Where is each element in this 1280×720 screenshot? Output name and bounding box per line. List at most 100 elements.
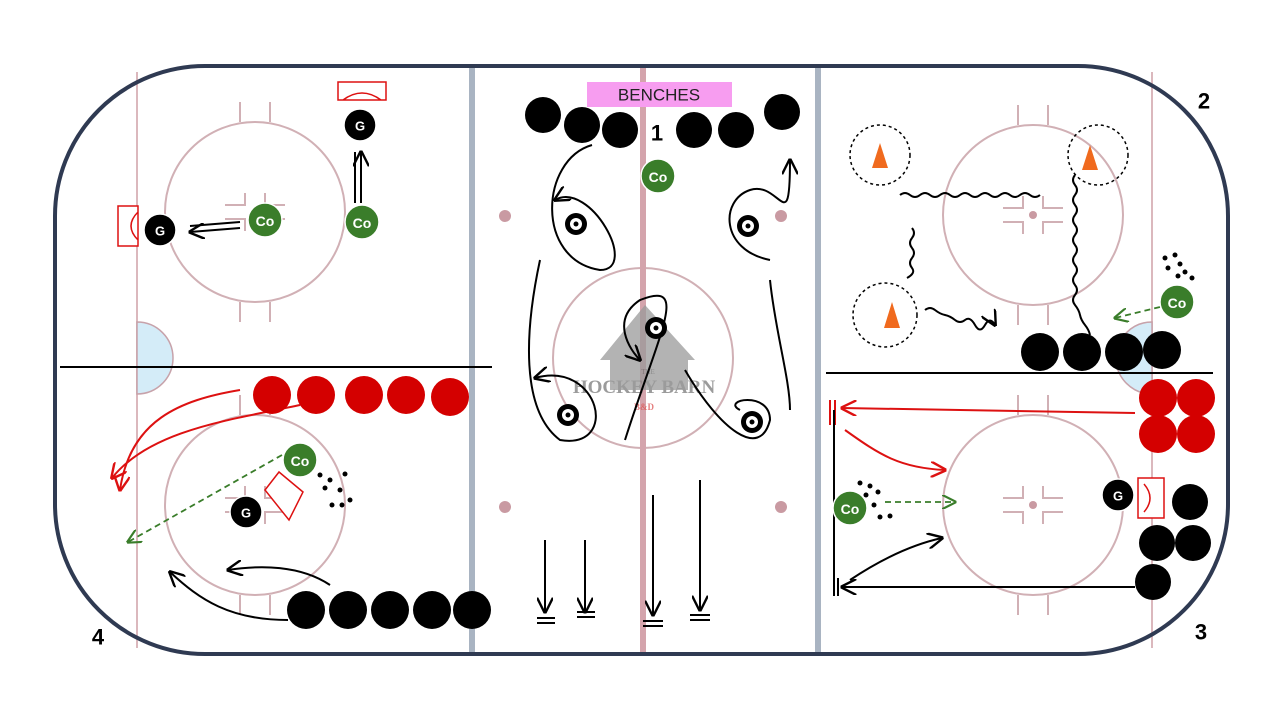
coach-marker-part [640,158,676,194]
player [1139,415,1177,453]
player [1105,333,1143,371]
puck-icon-part [749,419,755,425]
coach-marker-part [1159,284,1195,320]
player [1177,415,1215,453]
drill-paths-part [190,222,241,232]
drill-paths-part [623,294,668,441]
faceoff-dot [499,210,511,222]
drill-paths-part [769,279,791,411]
puck-piles-part [867,483,873,489]
drill-paths-part [228,567,331,586]
coach-marker: Co [832,490,868,526]
rink-markings-part [499,210,1037,513]
player [413,591,451,629]
goalie-marker: G [143,213,177,247]
player [387,376,425,414]
drill-paths-part [906,227,915,279]
player [1021,333,1059,371]
puck-piles-part [322,485,328,491]
goalie-marker: G [229,495,263,529]
goalie-marker-part: G [355,119,365,134]
player [329,591,367,629]
drill-paths-part [842,408,1136,413]
puck-icon [557,404,579,426]
puck-piles-part [887,513,893,519]
faceoff-dot [499,501,511,513]
benches-label: BENCHES [618,86,700,105]
faceoff-dot [1029,211,1037,219]
goalie-marker-part [343,108,377,142]
player [287,591,325,629]
goalie-marker: G [343,108,377,142]
player [371,591,409,629]
faceoff-dot [775,501,787,513]
player [345,376,383,414]
goalie-marker: G [1101,478,1135,512]
player [564,107,600,143]
goalie-marker-part: G [1113,489,1123,504]
puck-icon-part [653,325,659,331]
drill-paths-part [690,614,710,621]
puck-piles-part [342,471,348,477]
coach-marker: Co [1159,284,1195,320]
goalie-marker-part: G [155,224,165,239]
puck-piles-part [863,492,869,498]
drill-paths-part [577,611,595,618]
coach-marker-part [344,204,380,240]
player [453,591,491,629]
puck-icon [645,317,667,339]
net-icon [1137,477,1165,519]
drill-paths-part [1115,306,1161,318]
coaches: Co Co Co Co Co Co [247,158,1195,526]
coach-marker-part: Co [1168,295,1187,311]
player [676,112,712,148]
barn-icon [600,305,695,390]
coach-marker: Co [640,158,676,194]
drill-paths-part [355,152,361,203]
puck-piles-part [1172,252,1178,258]
cone-station-part [849,124,911,186]
player [1172,484,1208,520]
faceoff-circle [164,121,346,303]
player [1135,564,1171,600]
puck-piles-part [1175,273,1181,279]
player [1139,379,1177,417]
puck-piles-part [1189,275,1195,281]
goalie-marker-part [229,495,263,529]
puck-piles-part [857,480,863,486]
net-icon [337,81,387,101]
puck-piles-part [329,502,335,508]
drill-paths-part [684,369,772,440]
player [525,97,561,133]
station-number: 2 [1198,89,1210,114]
drill-paths-part [537,617,555,624]
coach-marker-part: Co [291,453,310,469]
coach-marker-part: Co [841,501,860,517]
player [1143,331,1181,369]
player [764,94,800,130]
coach-marker-part: Co [256,213,275,229]
puck-icon-part [745,223,751,229]
cone-icon [872,143,888,168]
station-number: 1 [651,121,663,146]
station-number: 4 [92,625,105,650]
player [431,378,469,416]
drill-paths-part [1072,174,1091,336]
drill-paths-part [899,192,1041,198]
drill-paths-part [170,572,289,621]
puck-piles-part [339,502,345,508]
puck-piles-part [337,487,343,493]
rink-boards [53,64,1230,656]
left-crease [136,321,174,395]
black-team-players [287,94,1211,629]
puck-piles-part [877,514,883,520]
cone-station-part [852,282,918,348]
cone-station-part [1067,124,1129,186]
puck-piles-part [347,497,353,503]
drill-paths-part [849,538,942,581]
cone-icon [884,302,900,328]
player [297,376,335,414]
puck-markers [557,213,763,433]
player [1177,379,1215,417]
